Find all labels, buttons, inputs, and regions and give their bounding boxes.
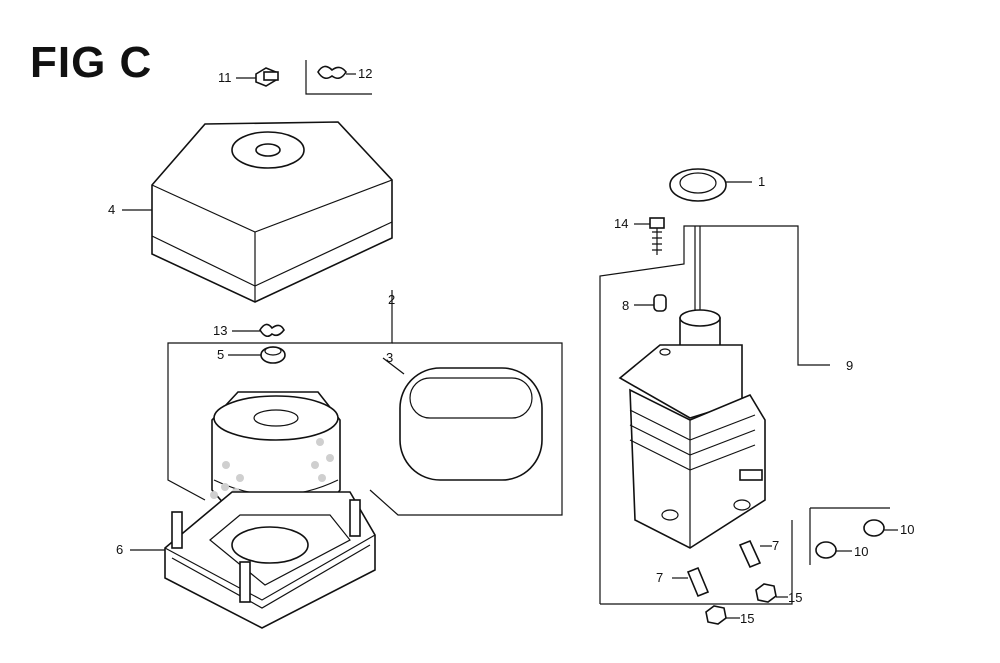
gasket-part-1	[669, 168, 727, 202]
callout-10b: 10	[854, 544, 869, 559]
callout-13: 13	[213, 323, 228, 338]
callout-4: 4	[108, 202, 116, 217]
callout-5: 5	[217, 347, 225, 362]
callout-8: 8	[622, 298, 630, 313]
callout-11: 11	[218, 70, 232, 85]
callout-6: 6	[116, 542, 124, 557]
fig-title: FIG C	[30, 38, 153, 87]
pin-part-7a	[738, 539, 762, 569]
callout-9: 9	[846, 358, 854, 373]
air-cleaner-cover-part-4	[151, 121, 393, 303]
callout-15a: 15	[788, 590, 803, 605]
foam-filter-part-3	[399, 367, 543, 481]
wing-nut-part-13	[259, 323, 285, 338]
callout-10a: 10	[900, 522, 915, 537]
cap-part-8	[653, 294, 667, 312]
air-cleaner-base-part-6	[164, 491, 376, 629]
cap-part-10b	[815, 541, 837, 559]
callout-1: 1	[758, 174, 766, 189]
callout-12: 12	[358, 66, 373, 81]
callout-3: 3	[386, 350, 394, 365]
callout-2: 2	[388, 292, 396, 307]
wing-nut-part-12	[317, 65, 347, 80]
cap-part-10a	[863, 519, 885, 537]
pin-part-7b	[686, 566, 710, 598]
nut-part-15b	[705, 605, 727, 625]
bolt-part-14	[649, 217, 665, 255]
bolt-part-11	[255, 67, 279, 87]
housing-part-9	[618, 226, 766, 549]
nut-part-15a	[755, 583, 777, 603]
callout-15b: 15	[740, 611, 755, 626]
grommet-part-5	[260, 346, 286, 364]
callout-14: 14	[614, 216, 629, 231]
callout-7a: 7	[772, 538, 780, 553]
callout-7b: 7	[656, 570, 664, 585]
